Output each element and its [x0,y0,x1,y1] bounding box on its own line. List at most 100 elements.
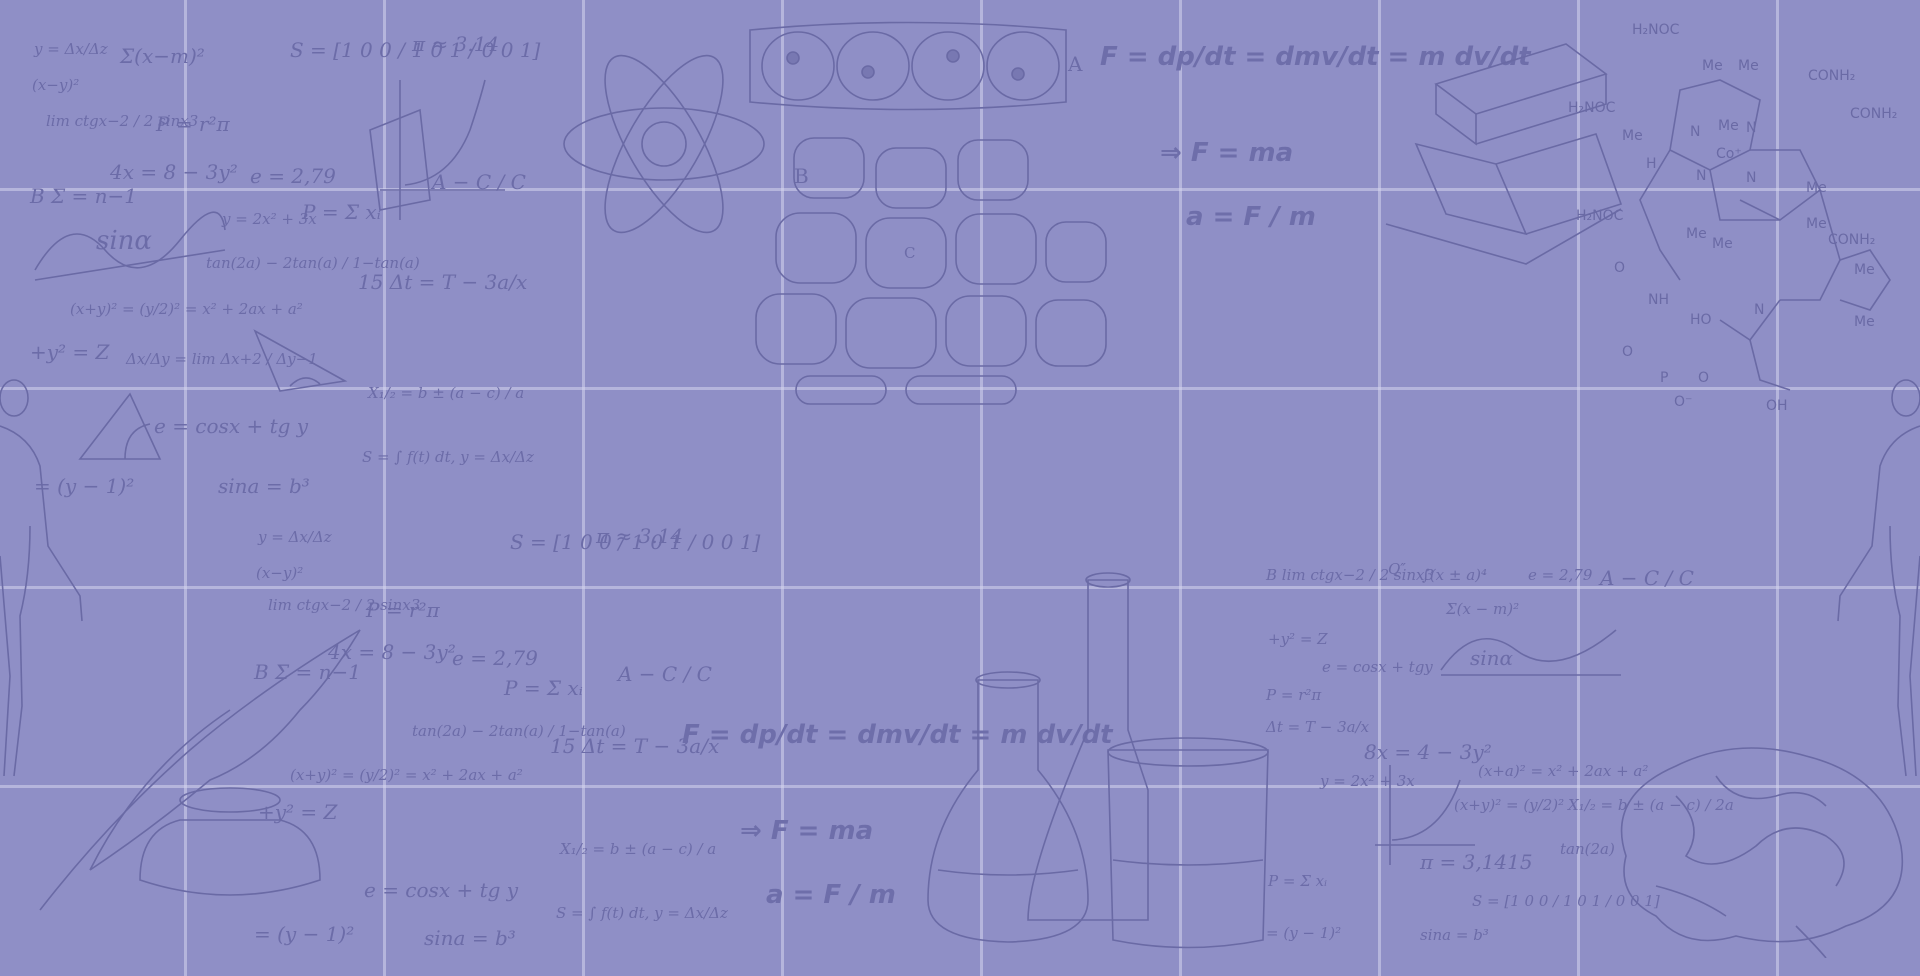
formula: e = cosx + tg y [154,414,309,438]
formula: sina = b³ [218,474,310,498]
grid-line [0,387,1920,390]
books-sketch [1385,43,1623,265]
vitamin-b12-structure [1639,79,1891,391]
chem-group: Me [1622,128,1643,144]
formula: tan(2a) − 2tan(a) / 1−tan(a) [206,254,420,272]
grid-line [0,586,1920,589]
acceleration-formula: a = F / m [766,880,896,910]
formula: 4x = 8 − 3y² [328,640,456,664]
formula: S = ∫ f(t) dt, y = Δx/Δz [556,904,728,922]
formula: +y² = Z [30,340,110,364]
chem-group: N [1690,124,1701,140]
chem-group: H₂NOC [1568,100,1616,116]
formula: X₁/₂ = b ± (a − c) / a [368,384,525,402]
chem-group: OH [1766,398,1788,414]
formula: = (y − 1)² [254,922,355,946]
cell-label-c: C [904,244,916,262]
sine-wave-sketch [1440,629,1621,676]
formula: Δx/Δy = lim Δx+2 / Δy−1 [126,350,318,368]
formula: P = r²π [366,598,440,622]
formula: y = Δx/Δz [34,40,108,58]
grid-line [1776,0,1779,976]
formula: S = [1 0 0 / 1 0 1 / 0 0 1] [290,38,541,62]
formula: A − C / C [1600,566,1694,590]
force-formula: ⇒ F = ma [1160,138,1294,168]
graph-sketch [1375,765,1475,865]
cell-label-a: A [1068,52,1083,76]
cell-label-b: B [794,164,809,188]
formula: X₁/₂ = b ± (a − c) / a [560,840,717,858]
chem-group: O [1614,260,1626,276]
chem-group: NH [1648,292,1669,308]
formula: sina = b³ [1420,926,1489,944]
formula: P = r²π [1266,686,1322,704]
anatomy-figure-right [1837,379,1920,777]
formula: +y² = Z [1268,630,1328,648]
formula: 4x = 8 − 3y² [110,160,238,184]
formula: π = 3,1415 [1420,850,1533,874]
chem-group: O [1698,370,1710,386]
formula: e = cosx + tgy [1322,658,1433,676]
formula: B Σ = n−1 [254,660,362,684]
formula: S = [1 0 0 / 1 0 1 / 0 0 1] [1472,892,1660,910]
formula: A − C / C [618,662,712,686]
formula: (x−y)² [32,76,80,94]
formula: 15 Δt = T − 3a/x [550,734,720,758]
chem-group: P [1660,370,1669,386]
formula: = (y − 1)² [1266,924,1342,942]
formula: sinα [1470,646,1514,670]
formula: 15 Δt = T − 3a/x [358,270,528,294]
chem-group: Me [1806,216,1827,232]
chem-group: Me [1712,236,1733,252]
formula: Σ(x − m)² [1446,600,1520,618]
formula: (x+y)² = (y/2)² [1454,796,1565,814]
formula: B Σ = n−1 [30,184,138,208]
grid-line [1179,0,1182,976]
chem-group: N [1746,170,1757,186]
graph-sketch [369,79,505,220]
formula: P = Σ xᵢ [1268,872,1328,890]
formula: B lim ctgx−2 / 2 sinx3 [1266,566,1435,584]
formula: π ≈ 3.14 [412,32,500,56]
formula: Σ(x−m)² [120,44,205,68]
formula: P = r²π [156,112,230,136]
formula: e = 2,79 [1528,566,1593,584]
formula: e = 2,79 [250,164,336,188]
formula: y = Δx/Δz [258,528,332,546]
formula: = (y − 1)² [34,474,135,498]
grid-line [1577,0,1580,976]
chem-group: H₂NOC [1632,22,1680,38]
formula: (x+y)² = (y/2)² = x² + 2ax + a² [70,300,303,318]
formula: lim ctgx−2 / 2 sinx3 [268,596,421,614]
chem-group: Me [1854,314,1875,330]
chem-group: O⁻ [1674,394,1693,410]
chem-group: CONH₂ [1808,68,1856,84]
formula: lim ctgx−2 / 2 sinx3 [46,112,199,130]
formula: P = Σ xᵢ [504,676,583,700]
atom-icon [563,54,765,234]
formula: 8x = 4 − 3y² [1364,740,1492,764]
formula: y = 2x² + 3x [1320,772,1415,790]
formula: (x+a)² = x² + 2ax + a² [1478,762,1649,780]
formula: e = cosx + tg y [364,878,519,902]
plant-cell-sketch-a [749,21,1067,111]
formula: sina = b³ [424,926,516,950]
chem-group: CONH₂ [1828,232,1876,248]
formula: tan(2a) − 2tan(a) / 1−tan(a) [412,722,626,740]
formula: P = Σ xᵢ [302,200,381,224]
chem-group: H₂NOC [1576,208,1624,224]
grid-line [184,0,187,976]
formula: ∫(x ± a)⁴ [1422,566,1488,584]
formula: Δt = T − 3a/x [1266,718,1370,736]
chem-group: CONH₂ [1850,106,1898,122]
grid-line [980,0,983,976]
formula: tan(2a) [1560,840,1615,858]
triangle-sketch [253,329,348,392]
laboratory-flasks-sketch [927,572,1269,949]
brain-sketch [1620,747,1903,958]
grid-line [0,785,1920,788]
formula: (x−y)² [256,564,304,582]
quill-and-inkwell-sketch [39,629,361,911]
acceleration-formula: a = F / m [1186,202,1316,232]
formula: S = ∫ f(t) dt, y = Δx/Δz [362,448,534,466]
